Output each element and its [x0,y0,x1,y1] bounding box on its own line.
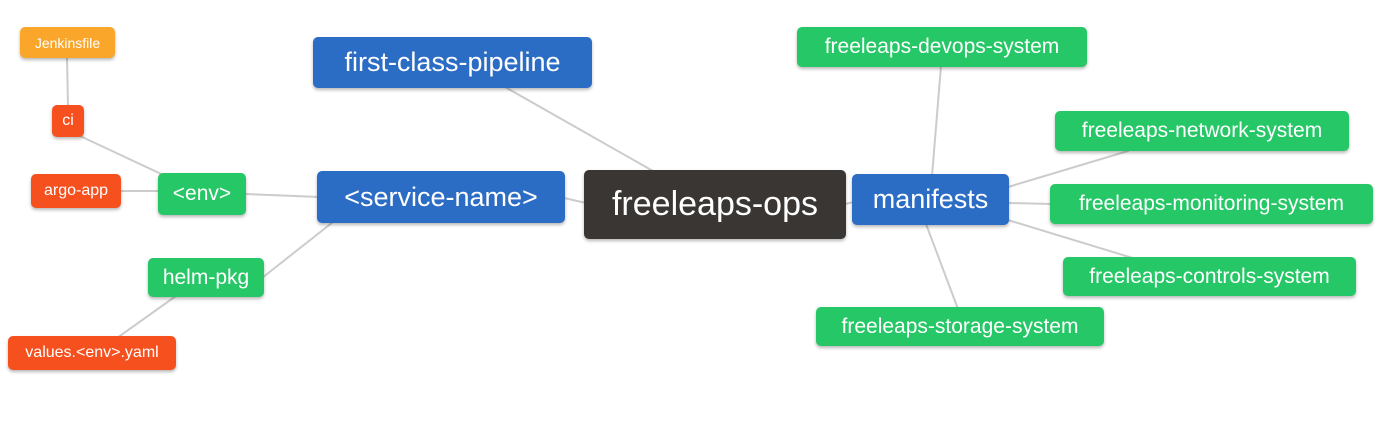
node-freeleaps-ops[interactable]: freeleaps-ops [584,170,846,239]
node-freeleaps-controls-system[interactable]: freeleaps-controls-system [1063,257,1356,296]
edge-env--service-name [244,193,320,198]
node-ci[interactable]: ci [52,105,84,137]
node-values-env-yaml[interactable]: values.<env>.yaml [8,336,176,370]
node-first-class-pipeline[interactable]: first-class-pipeline [313,37,592,88]
node-freeleaps-monitoring-system[interactable]: freeleaps-monitoring-system [1050,184,1373,224]
edge-manifests--freeleaps-controls-system [1007,219,1137,260]
node-freeleaps-devops-system[interactable]: freeleaps-devops-system [797,27,1087,67]
node-freeleaps-storage-system[interactable]: freeleaps-storage-system [816,307,1104,346]
edge-first-class-pipeline--freeleaps-ops [504,86,661,176]
edge-service-name--helm-pkg [261,221,334,279]
node-jenkinsfile[interactable]: Jenkinsfile [20,27,115,58]
node-argo-app[interactable]: argo-app [31,174,121,208]
edge-ci--env [79,135,173,180]
edge-helm-pkg--values-env-yaml [116,295,177,339]
node-env[interactable]: <env> [158,173,246,215]
edge-manifests--freeleaps-network-system [1007,150,1129,188]
edge-jenkinsfile--ci [66,56,69,108]
edge-freeleaps-devops-system--manifests [931,65,942,177]
edge-service-name--freeleaps-ops [563,197,587,204]
edge-manifests--freeleaps-monitoring-system [1007,202,1053,205]
edge-manifests--freeleaps-storage-system [925,223,959,310]
node-service-name[interactable]: <service-name> [317,171,565,223]
node-helm-pkg[interactable]: helm-pkg [148,258,264,297]
node-freeleaps-network-system[interactable]: freeleaps-network-system [1055,111,1349,151]
node-manifests[interactable]: manifests [852,174,1009,225]
